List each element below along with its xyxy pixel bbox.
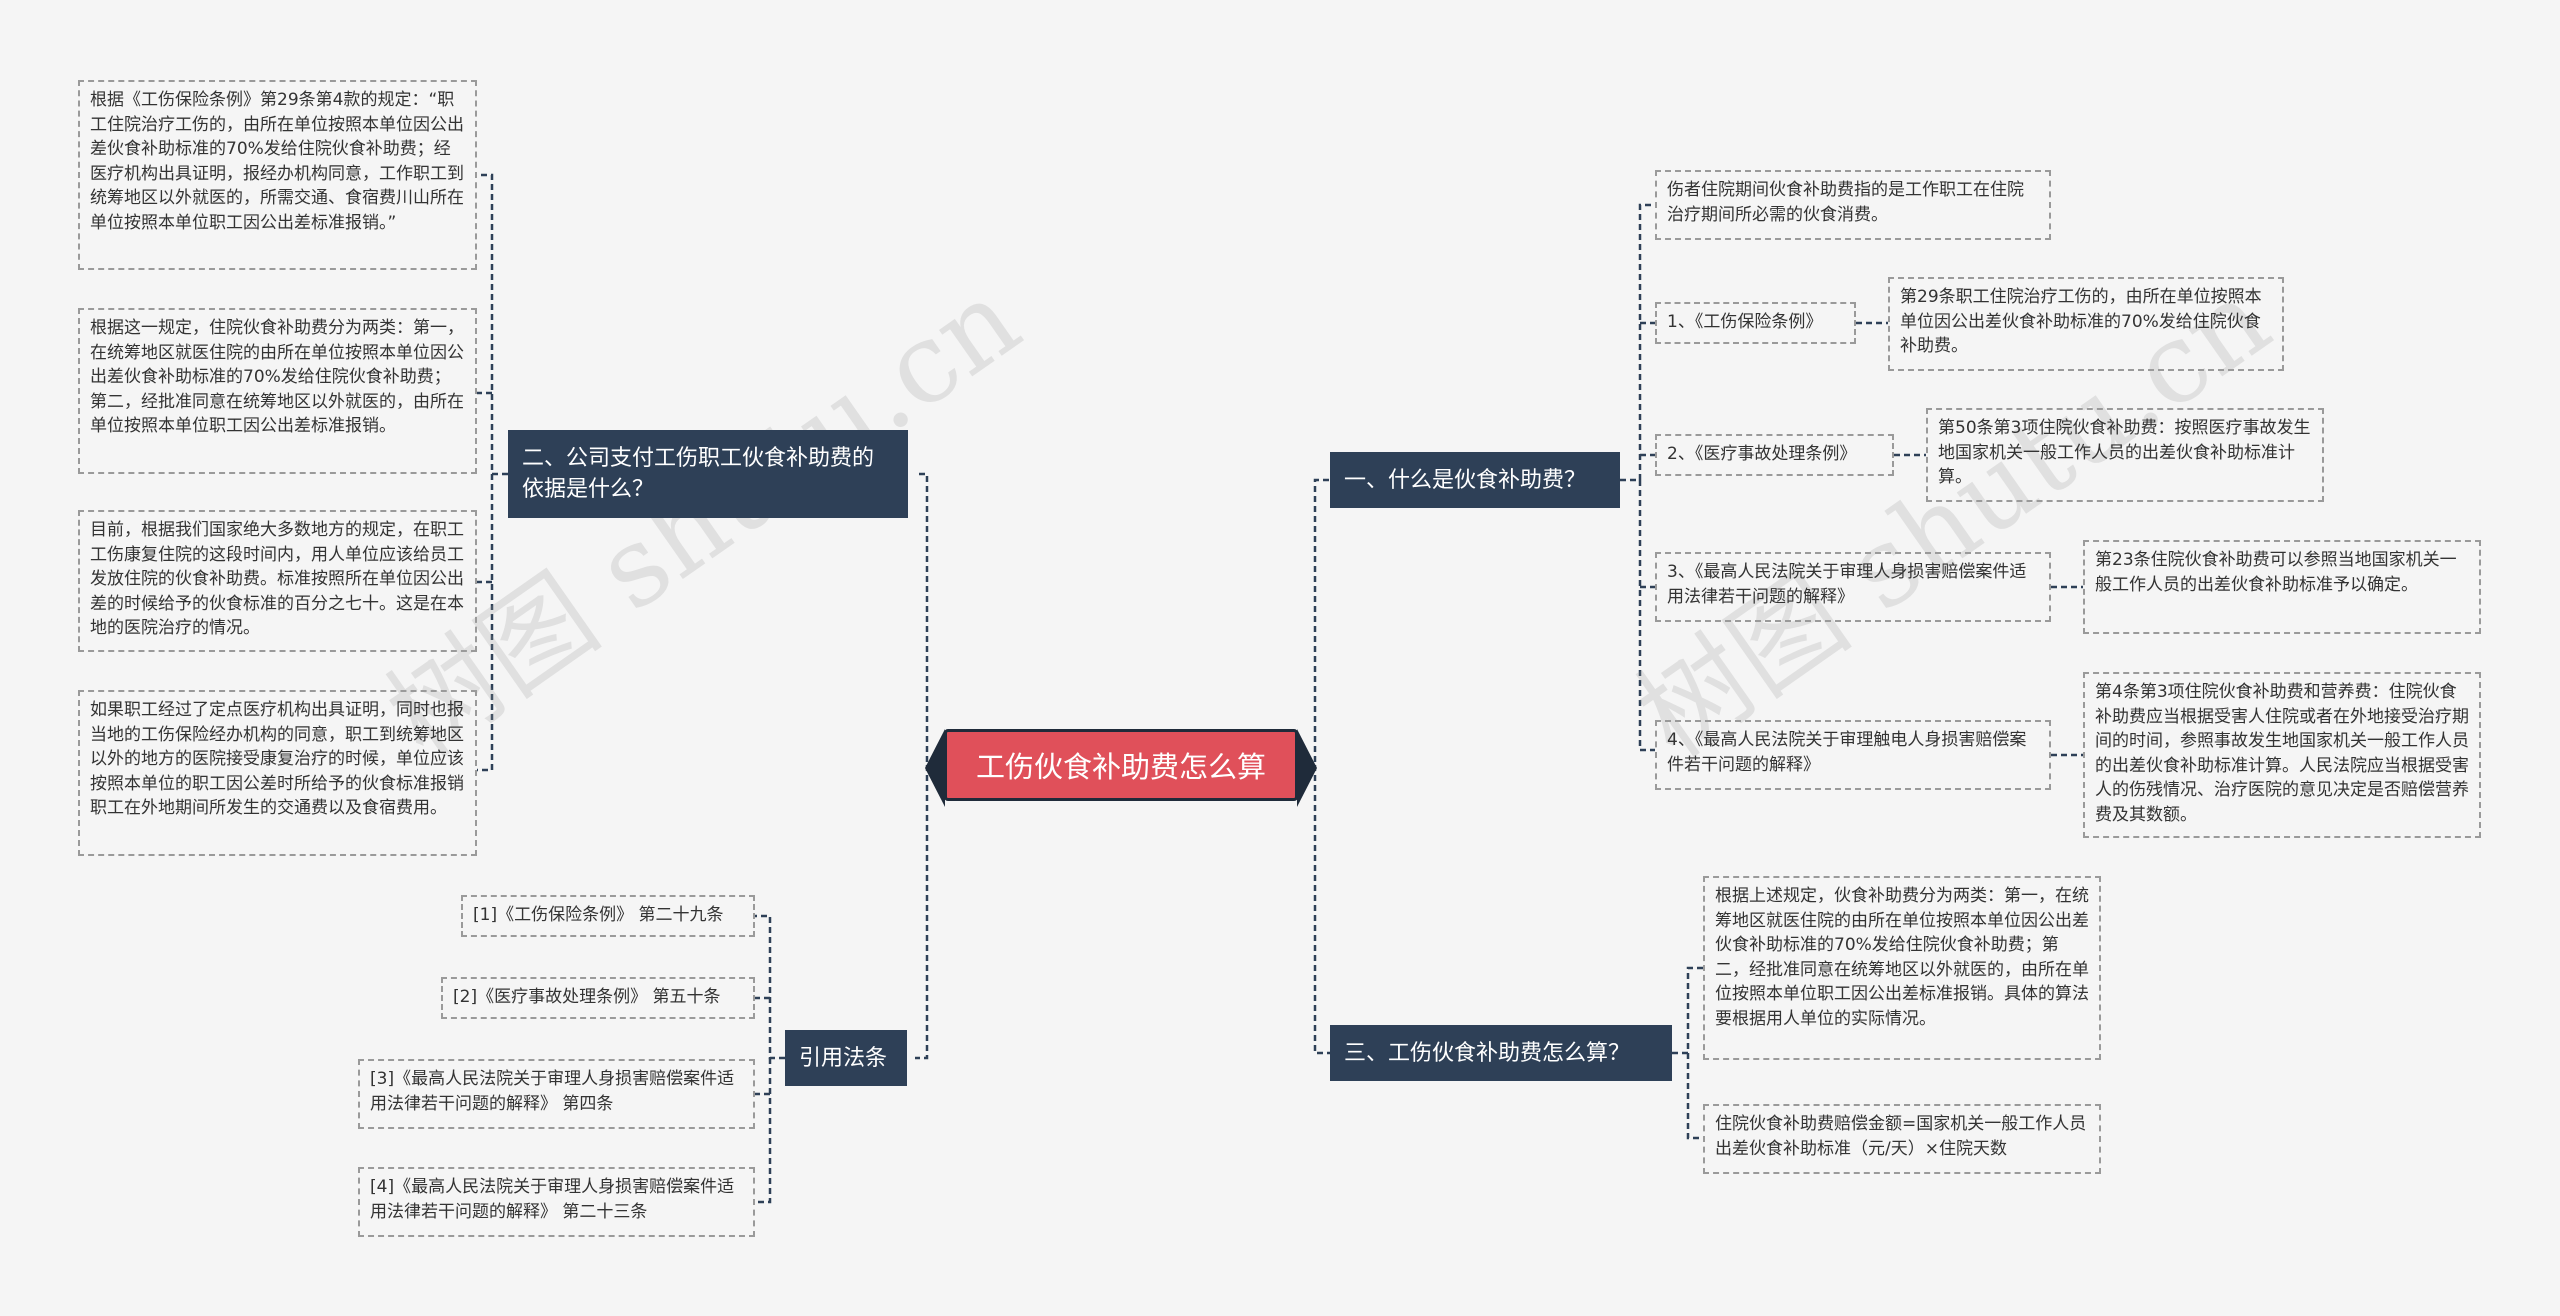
leaf-citation-1[interactable]: [1]《工伤保险条例》 第二十九条 — [461, 895, 755, 937]
leaf-regulation-article-29[interactable]: 根据《工伤保险条例》第29条第4款的规定：“职工住院治疗工伤的，由所在单位按照本… — [78, 80, 477, 270]
leaf-medical-accident-detail[interactable]: 第50条第3项住院伙食补助费：按照医疗事故发生地国家机关一般工作人员的出差伙食补… — [1926, 408, 2324, 502]
branch-label: 一、什么是伙食补助费？ — [1344, 467, 1587, 493]
leaf-medical-accident-regulation[interactable]: 2、《医疗事故处理条例》 — [1655, 434, 1894, 476]
root-topic[interactable]: 工伤伙食补助费怎么算 — [925, 729, 1317, 807]
leaf-local-practice[interactable]: 目前，根据我们国家绝大多数地方的规定，在职工工伤康复住院的这段时间内，用人单位应… — [78, 510, 477, 652]
leaf-calculation-formula[interactable]: 住院伙食补助费赔偿金额=国家机关一般工作人员出差伙食补助标准（元/天）×住院天数 — [1703, 1104, 2101, 1174]
leaf-electric-shock-interpretation[interactable]: 4、《最高人民法院关于审理触电人身损害赔偿案件若干问题的解释》 — [1655, 720, 2051, 790]
root-topic-label: 工伤伙食补助费怎么算 — [975, 750, 1266, 784]
leaf-definition[interactable]: 伤者住院期间伙食补助费指的是工作职工在住院治疗期间所必需的伙食消费。 — [1655, 170, 2051, 240]
branch-label: 三、工伤伙食补助费怎么算？ — [1344, 1040, 1631, 1066]
leaf-work-injury-insurance-regulation[interactable]: 1、《工伤保险条例》 — [1655, 302, 1856, 344]
leaf-two-categories[interactable]: 根据这一规定，住院伙食补助费分为两类：第一，在统筹地区就医住院的由所在单位按照本… — [78, 308, 477, 474]
branch-label: 二、公司支付工伤职工伙食补助费的依据是什么？ — [522, 446, 875, 502]
leaf-citation-4[interactable]: [4]《最高人民法院关于审理人身损害赔偿案件适用法律若干问题的解释》 第二十三条 — [358, 1167, 755, 1237]
leaf-electric-shock-detail[interactable]: 第4条第3项住院伙食补助费和营养费：住院伙食补助费应当根据受害人住院或者在外地接… — [2083, 672, 2481, 838]
leaf-personal-injury-interpretation[interactable]: 3、《最高人民法院关于审理人身损害赔偿案件适用法律若干问题的解释》 — [1655, 552, 2051, 622]
leaf-calculation-categories[interactable]: 根据上述规定，伙食补助费分为两类：第一，在统筹地区就医住院的由所在单位按照本单位… — [1703, 876, 2101, 1060]
leaf-outside-area-treatment[interactable]: 如果职工经过了定点医疗机构出具证明，同时也报当地的工伤保险经办机构的同意，职工到… — [78, 690, 477, 856]
branch-label: 引用法条 — [799, 1045, 888, 1071]
branch-how-to-calculate[interactable]: 三、工伤伙食补助费怎么算？ — [1330, 1025, 1672, 1081]
branch-payment-basis[interactable]: 二、公司支付工伤职工伙食补助费的依据是什么？ — [508, 430, 908, 518]
leaf-personal-injury-detail[interactable]: 第23条住院伙食补助费可以参照当地国家机关一般工作人员的出差伙食补助标准予以确定… — [2083, 540, 2481, 634]
leaf-work-injury-insurance-detail[interactable]: 第29条职工住院治疗工伤的，由所在单位按照本单位因公出差伙食补助标准的70%发给… — [1888, 277, 2284, 371]
branch-cited-laws[interactable]: 引用法条 — [785, 1030, 907, 1086]
leaf-citation-3[interactable]: [3]《最高人民法院关于审理人身损害赔偿案件适用法律若干问题的解释》 第四条 — [358, 1059, 755, 1129]
leaf-citation-2[interactable]: [2]《医疗事故处理条例》 第五十条 — [441, 977, 755, 1019]
branch-what-is-meal-allowance[interactable]: 一、什么是伙食补助费？ — [1330, 452, 1620, 508]
